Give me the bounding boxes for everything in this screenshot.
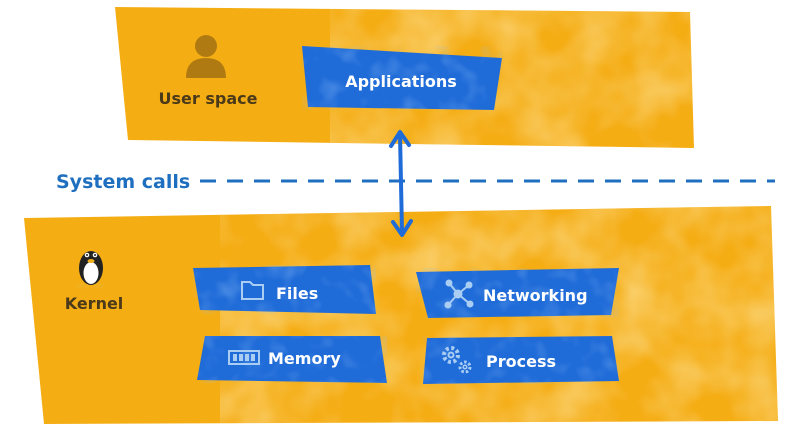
kernel-panel (24, 206, 778, 424)
double-arrow-icon (389, 130, 413, 237)
files-label: Files (276, 284, 318, 303)
applications-label: Applications (345, 72, 457, 91)
network-icon (444, 279, 474, 309)
system-calls-label: System calls (56, 171, 190, 193)
memory-label: Memory (268, 349, 341, 368)
kernel-label: Kernel (65, 294, 124, 313)
folder-icon (241, 281, 264, 300)
memory-box[interactable]: Memory (197, 336, 387, 383)
process-label: Process (486, 352, 556, 371)
applications-box[interactable]: Applications (302, 46, 502, 110)
tux-penguin-icon (77, 251, 105, 289)
ram-icon (228, 350, 260, 365)
user-space-label: User space (159, 89, 258, 108)
gears-icon (442, 346, 472, 374)
process-box[interactable]: Process (423, 336, 619, 384)
networking-label: Networking (483, 286, 588, 305)
user-icon (186, 35, 226, 78)
files-box[interactable]: Files (193, 265, 376, 314)
networking-box[interactable]: Networking (416, 268, 619, 318)
